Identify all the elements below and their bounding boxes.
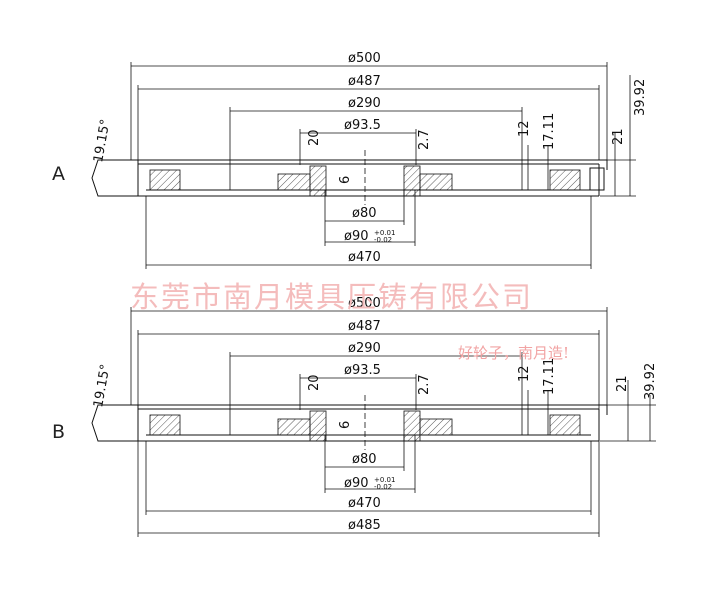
dimension-lines: [130, 62, 636, 269]
dim-h20: 20: [307, 129, 322, 146]
watermark-company: 东莞市南月模具压铸有限公司: [130, 280, 533, 314]
dim-d93-5: ø93.5: [344, 363, 381, 378]
dim-h17-11: 17.11: [542, 358, 557, 395]
dimension-texts: ø500 ø487 ø290 ø93.5 ø80 ø90 +0.01 -0.02…: [91, 296, 658, 533]
dim-d487: ø487: [348, 319, 381, 334]
dim-d500: ø500: [348, 296, 381, 311]
view-a: A: [52, 51, 648, 269]
dimension-texts: ø500 ø487 ø290 ø93.5 ø80 ø90 +0.01 -0.02…: [91, 51, 648, 265]
dim-d90-tol-upper: +0.01: [374, 476, 395, 484]
watermark: 东莞市南月模具压铸有限公司 好轮子，南月造!: [130, 280, 569, 362]
dim-h17-11: 17.11: [542, 113, 557, 150]
dim-d90-tol-lower: -0.02: [374, 236, 392, 244]
dim-angle: 19.15°: [91, 118, 113, 164]
dim-h12: 12: [517, 365, 532, 382]
dim-d470: ø470: [348, 496, 381, 511]
dim-h6: 6: [338, 176, 353, 184]
dim-d487: ø487: [348, 74, 381, 89]
dim-d485: ø485: [348, 518, 381, 533]
dim-d290: ø290: [348, 96, 381, 111]
dim-h21: 21: [615, 375, 630, 392]
view-b: B: [52, 296, 658, 537]
dim-h2-7: 2.7: [417, 129, 432, 150]
dim-h6: 6: [338, 421, 353, 429]
dim-d90: ø90: [344, 229, 369, 244]
dim-d80: ø80: [352, 452, 377, 467]
dim-d290: ø290: [348, 341, 381, 356]
part-section: [91, 150, 608, 205]
dim-h39-92: 39.92: [633, 79, 648, 116]
dim-d500: ø500: [348, 51, 381, 66]
watermark-slogan: 好轮子，南月造!: [458, 344, 569, 362]
view-label: B: [52, 421, 65, 443]
view-label: A: [52, 163, 65, 185]
dim-h20: 20: [307, 374, 322, 391]
dim-d90-tol-upper: +0.01: [374, 229, 395, 237]
dim-d470: ø470: [348, 250, 381, 265]
dim-d80: ø80: [352, 206, 377, 221]
dim-d93-5: ø93.5: [344, 118, 381, 133]
dim-h12: 12: [517, 120, 532, 137]
dim-d90: ø90: [344, 476, 369, 491]
dim-angle: 19.15°: [91, 363, 113, 409]
dim-h39-92: 39.92: [643, 363, 658, 400]
part-section: [91, 395, 608, 450]
dim-d90-tol-lower: -0.02: [374, 483, 392, 491]
dim-h21: 21: [611, 128, 626, 145]
dim-h2-7: 2.7: [417, 374, 432, 395]
